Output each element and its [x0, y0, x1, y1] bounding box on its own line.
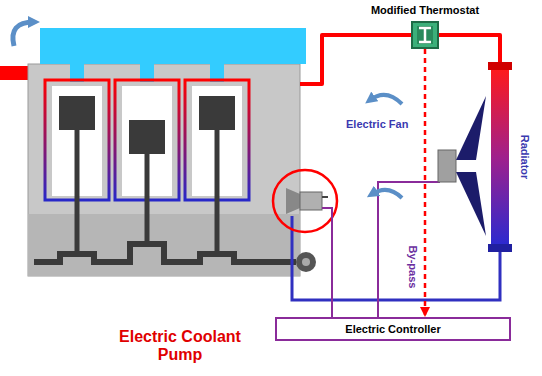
callout-label: Electric Coolant Pump: [115, 328, 245, 364]
radiator-fins: [491, 68, 509, 246]
highlight-ring: [273, 170, 337, 232]
thermostat-body: [412, 22, 438, 48]
thermostat-core: [417, 26, 433, 44]
node-label: Electric Controller: [345, 323, 440, 336]
radiator-core: [488, 62, 512, 252]
label-holder: Electric Coolant Pump: [115, 328, 245, 364]
air-flow-arrow: [370, 95, 402, 104]
crankcase: [28, 214, 300, 276]
pump-impeller: [286, 188, 300, 214]
coolant-pipe: [439, 35, 500, 62]
control-wire: [378, 182, 440, 317]
pulley-hub: [302, 258, 310, 266]
radiator-tank: [488, 244, 512, 252]
pulley: [296, 252, 316, 272]
radiator-tank: [488, 62, 512, 70]
part-label: Electric Fan: [345, 118, 409, 131]
control-wire: [322, 208, 332, 317]
controller-box: Electric Controller: [275, 317, 511, 341]
piston: [129, 120, 165, 154]
pump-pin: [322, 196, 328, 198]
node-label: Radiator: [518, 135, 531, 180]
radiator-node: Radiator: [488, 62, 536, 252]
fan-blade: [456, 96, 486, 160]
hot-pipe: [300, 35, 411, 84]
label-holder: Electric Fan: [345, 118, 409, 131]
return-pipe: [292, 216, 500, 300]
label-holder: By-pass: [412, 267, 455, 280]
thermostat-valve: [419, 28, 431, 42]
connecting-rod: [215, 130, 220, 254]
coolant-manifold: [40, 28, 306, 64]
pump-motor: [300, 192, 322, 210]
connecting-rod: [145, 154, 150, 244]
thermostat-icon: [411, 21, 439, 49]
fan-motor: [438, 150, 456, 182]
air-flow-arrow: [372, 190, 402, 198]
flow-arrow: [13, 22, 34, 46]
piston: [59, 96, 95, 130]
crankshaft: [34, 244, 296, 262]
node-label: Modified Thermostat: [371, 4, 479, 17]
edge-label: By-pass: [406, 246, 419, 289]
engine-block: [28, 64, 300, 276]
connecting-rod: [75, 130, 80, 254]
piston: [199, 96, 235, 130]
thermostat-node: Modified Thermostat: [411, 21, 439, 49]
fan-blade: [456, 172, 486, 236]
bypass-line: [424, 49, 427, 316]
